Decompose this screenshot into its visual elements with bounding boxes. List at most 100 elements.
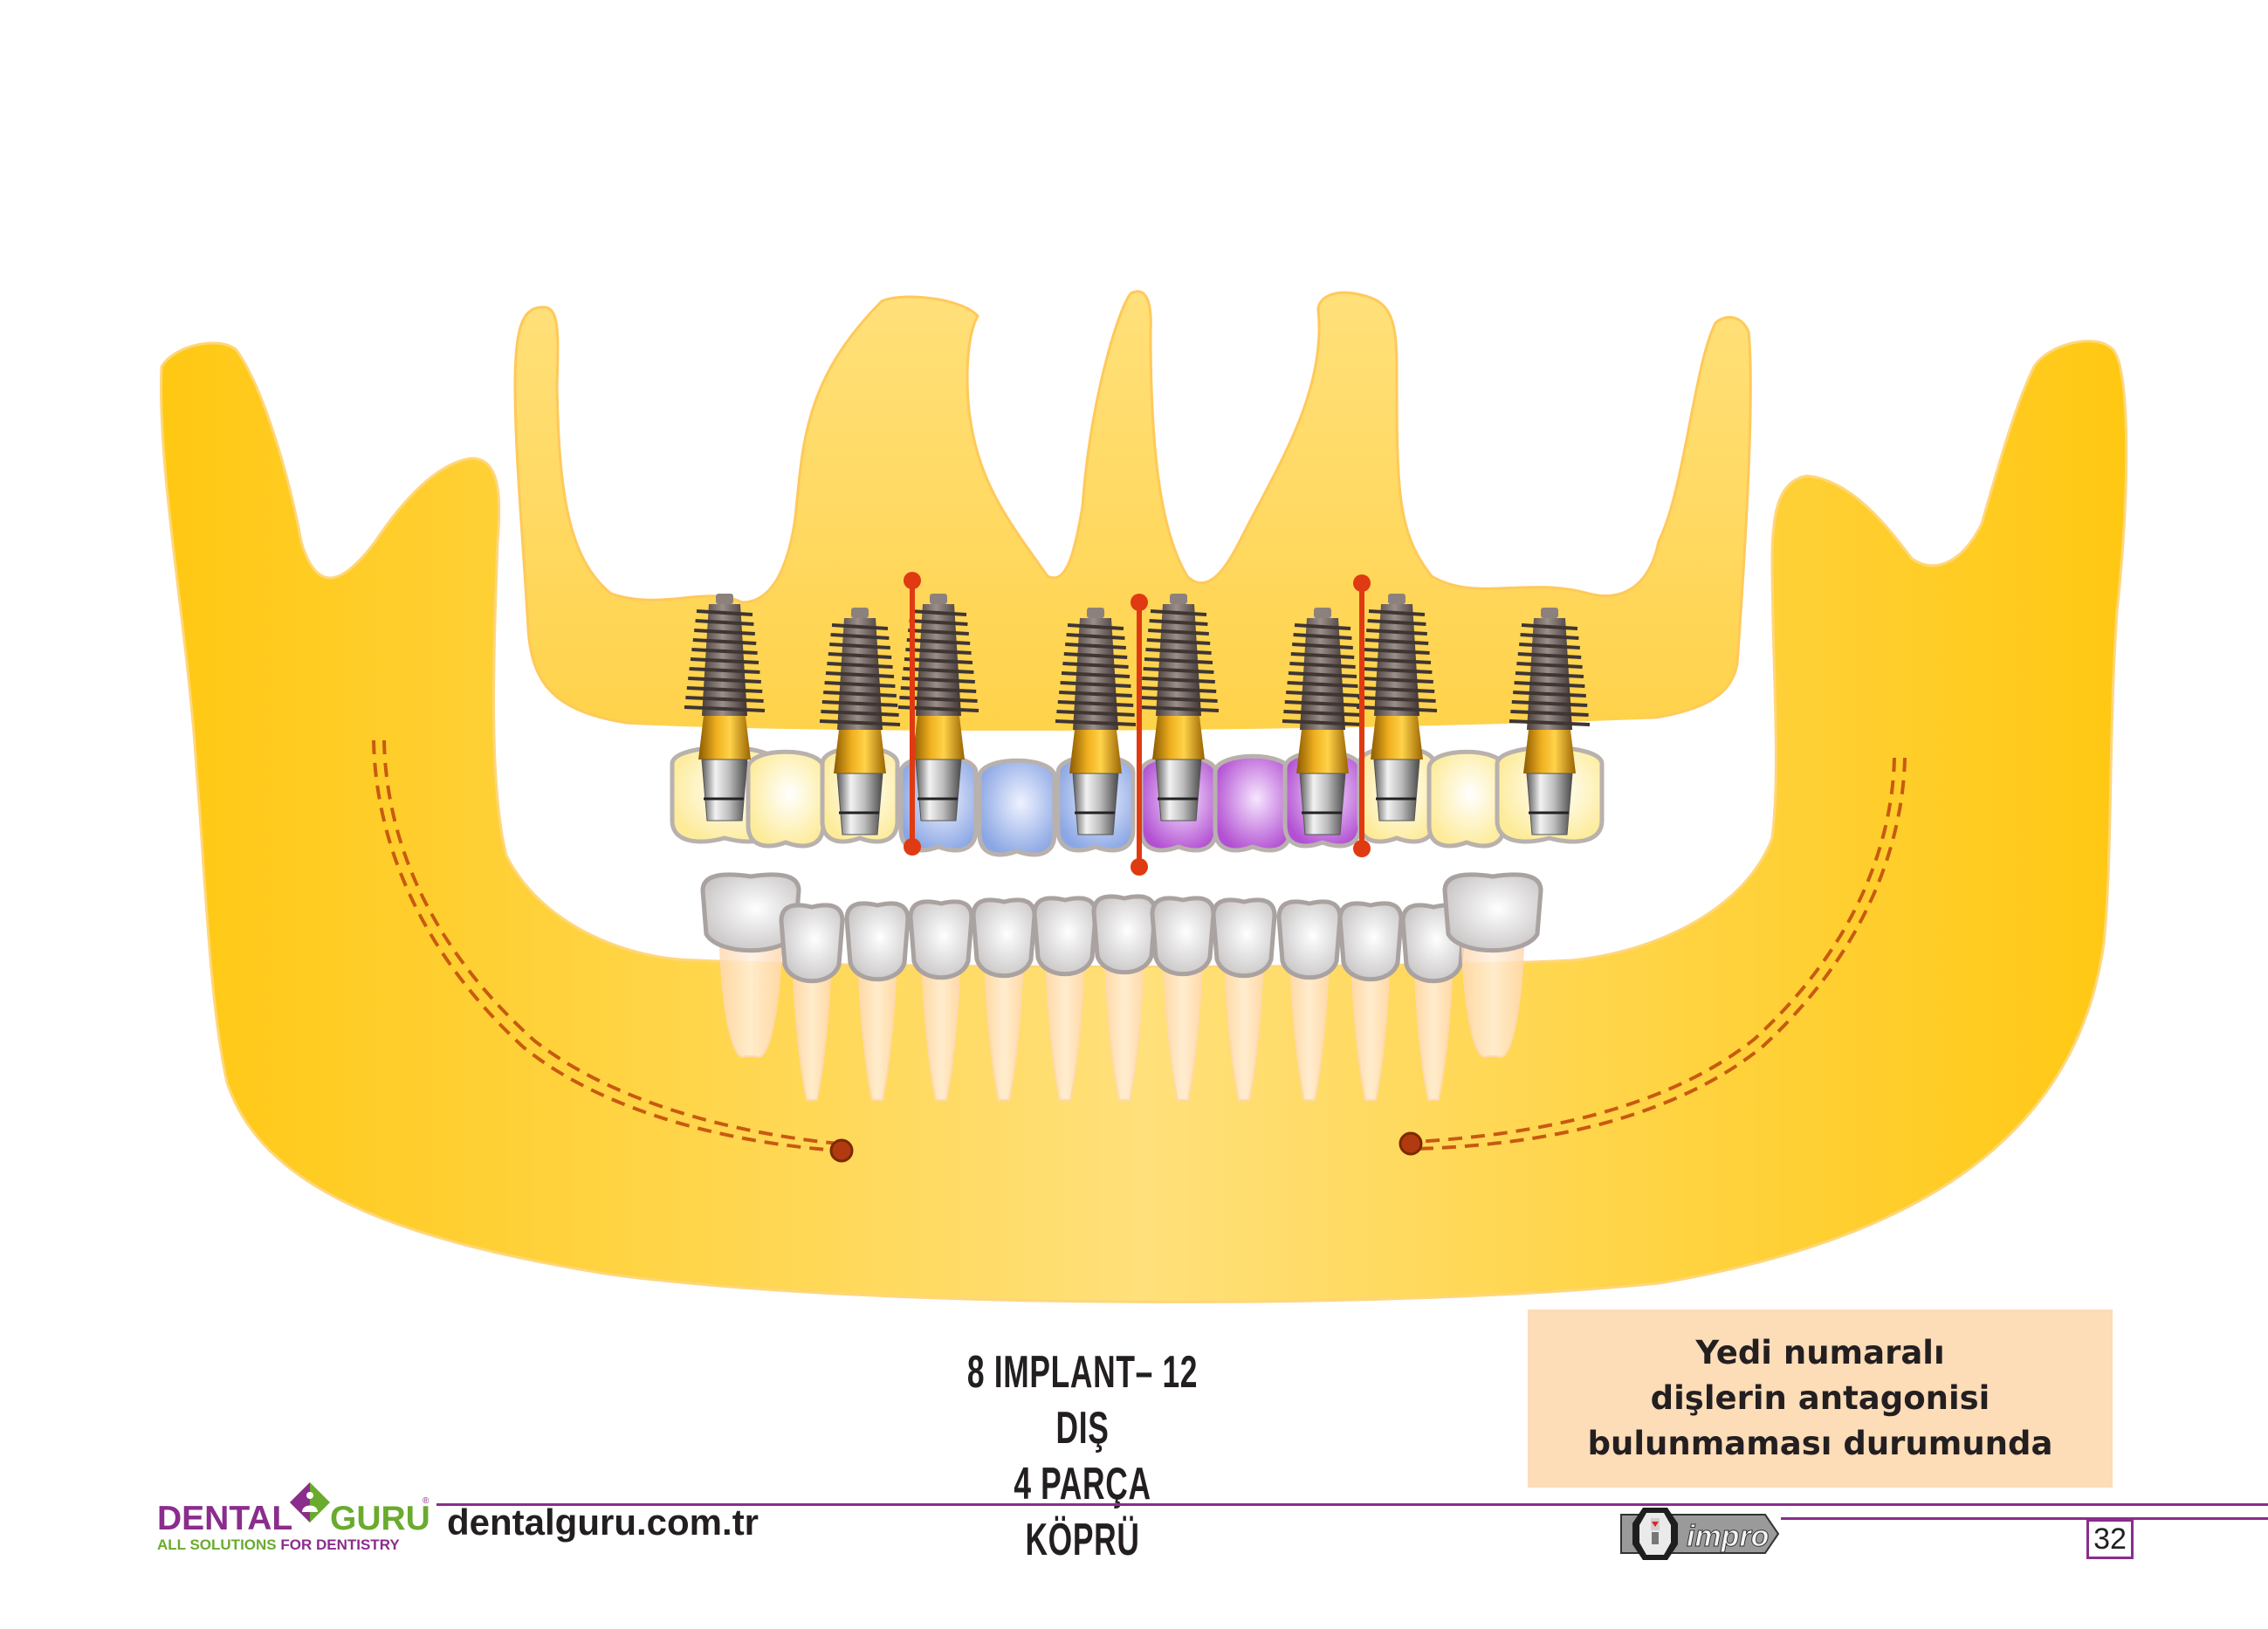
tooth-root — [1460, 942, 1525, 1058]
tooth-root — [718, 942, 783, 1058]
implant-thread — [825, 671, 895, 678]
implant-thread — [1293, 633, 1352, 640]
implant-thread — [1519, 643, 1580, 650]
implant — [1055, 608, 1137, 835]
tagline-part-1: ALL SOLUTIONS — [157, 1536, 281, 1553]
implant-thread — [821, 700, 898, 707]
implant-thread — [1287, 681, 1358, 688]
implant-head — [1541, 608, 1558, 618]
implant-head — [1087, 608, 1104, 618]
implant-head — [851, 608, 869, 618]
implant-thread — [1509, 719, 1591, 726]
implant-thread — [690, 657, 759, 664]
implant-thread — [1290, 652, 1355, 659]
implant-thread — [1364, 638, 1429, 645]
implant-thread — [1368, 609, 1426, 616]
implant — [1137, 594, 1220, 821]
implant-thread — [910, 609, 967, 616]
tooth-crown — [1032, 896, 1098, 977]
brand-guru: GURU — [330, 1500, 430, 1537]
implant-thread — [829, 643, 890, 650]
implant-thread — [1286, 691, 1359, 698]
lower-tooth — [1337, 901, 1404, 1101]
note-line-1: Yedi numaralı — [1695, 1334, 1945, 1371]
implant-thread — [1361, 667, 1433, 674]
implant — [1356, 594, 1438, 821]
guru-diamond-icon — [290, 1482, 330, 1522]
implant-thread — [1148, 629, 1209, 636]
abutment-collar — [1371, 716, 1423, 760]
abutment-post — [836, 773, 883, 835]
abutment-post — [1072, 773, 1119, 835]
tooth-crown — [971, 897, 1037, 979]
implant-head — [1170, 594, 1187, 604]
implant-thread — [694, 629, 755, 636]
abutment-collar — [912, 716, 965, 760]
bridge-divider — [1131, 594, 1148, 876]
mandibular-canal-right — [1413, 757, 1907, 1151]
implant-thread — [909, 619, 968, 626]
implant-thread — [1513, 691, 1586, 698]
bridge-divider — [904, 572, 921, 856]
tooth-crown — [1211, 897, 1277, 979]
implant-thread — [1140, 686, 1217, 693]
dentalguru-logo[interactable]: DENTAL GURU ® ALL SOLUTIONS FOR DENTISTR… — [157, 1475, 436, 1554]
lower-tooth — [971, 897, 1037, 1101]
implant — [684, 594, 766, 821]
case-caption: 8 IMPLANT– 12 DIŞ 4 PARÇA KÖPRÜ — [964, 1344, 1201, 1568]
upper-tooth-yellow — [746, 749, 826, 849]
registered-mark: ® — [423, 1496, 430, 1506]
caption-line-1: 8 IMPLANT– 12 DIŞ — [966, 1347, 1199, 1454]
implant-thread — [905, 648, 972, 655]
tooth-root — [1044, 942, 1086, 1101]
abutment-collar — [698, 716, 751, 760]
implant-thread — [823, 691, 897, 698]
implant-thread — [684, 705, 766, 712]
bridge-divider — [1353, 574, 1371, 857]
divider-endpoint — [904, 838, 921, 856]
tooth-crown — [1442, 872, 1543, 953]
implant-thread — [1065, 643, 1126, 650]
implant-thread — [1146, 638, 1211, 645]
implant-head — [1388, 594, 1405, 604]
lower-tooth — [1091, 894, 1158, 1101]
implant-head — [930, 594, 947, 604]
brand-tagline: ALL SOLUTIONS FOR DENTISTRY — [157, 1536, 400, 1554]
website-link[interactable]: dentalguru.com.tr — [447, 1502, 759, 1543]
abutment-collar — [834, 730, 886, 773]
implant-thread — [1358, 686, 1435, 693]
implant — [897, 594, 979, 821]
implant-thread — [1294, 623, 1351, 630]
tooth-crown — [908, 899, 974, 980]
implant-thread — [1057, 700, 1134, 707]
implant-thread — [1362, 657, 1432, 664]
impro-logo-icon[interactable]: impro — [1617, 1506, 1783, 1562]
lower-tooth — [1211, 897, 1277, 1101]
tooth-root — [1289, 942, 1330, 1101]
implant — [819, 608, 901, 835]
upper-tooth-purple — [1213, 753, 1293, 853]
upper-tooth-blue — [977, 758, 1057, 857]
implant-thread — [695, 619, 754, 626]
abutment-post — [1155, 759, 1202, 821]
implants — [684, 594, 1591, 835]
tooth-crown — [1091, 894, 1158, 975]
divider-endpoint — [1131, 858, 1148, 876]
implant-thread — [1067, 623, 1124, 630]
implant-thread — [824, 681, 896, 688]
tooth-crown — [700, 872, 801, 953]
implant-thread — [1059, 691, 1132, 698]
abutment-collar — [1069, 730, 1122, 773]
note-line-2: dişlerin antagonisi — [1650, 1379, 1990, 1417]
implant-thread — [1055, 719, 1137, 726]
implant-thread — [1520, 633, 1579, 640]
footer-divider-bottom — [1781, 1517, 2268, 1520]
implant-head — [716, 594, 733, 604]
abutment-post — [701, 759, 748, 821]
implant-thread — [1515, 671, 1584, 678]
implant-thread — [686, 686, 763, 693]
tagline-part-2: FOR DENTISTRY — [280, 1536, 400, 1553]
abutment-collar — [1152, 716, 1205, 760]
implant-thread — [688, 677, 761, 684]
